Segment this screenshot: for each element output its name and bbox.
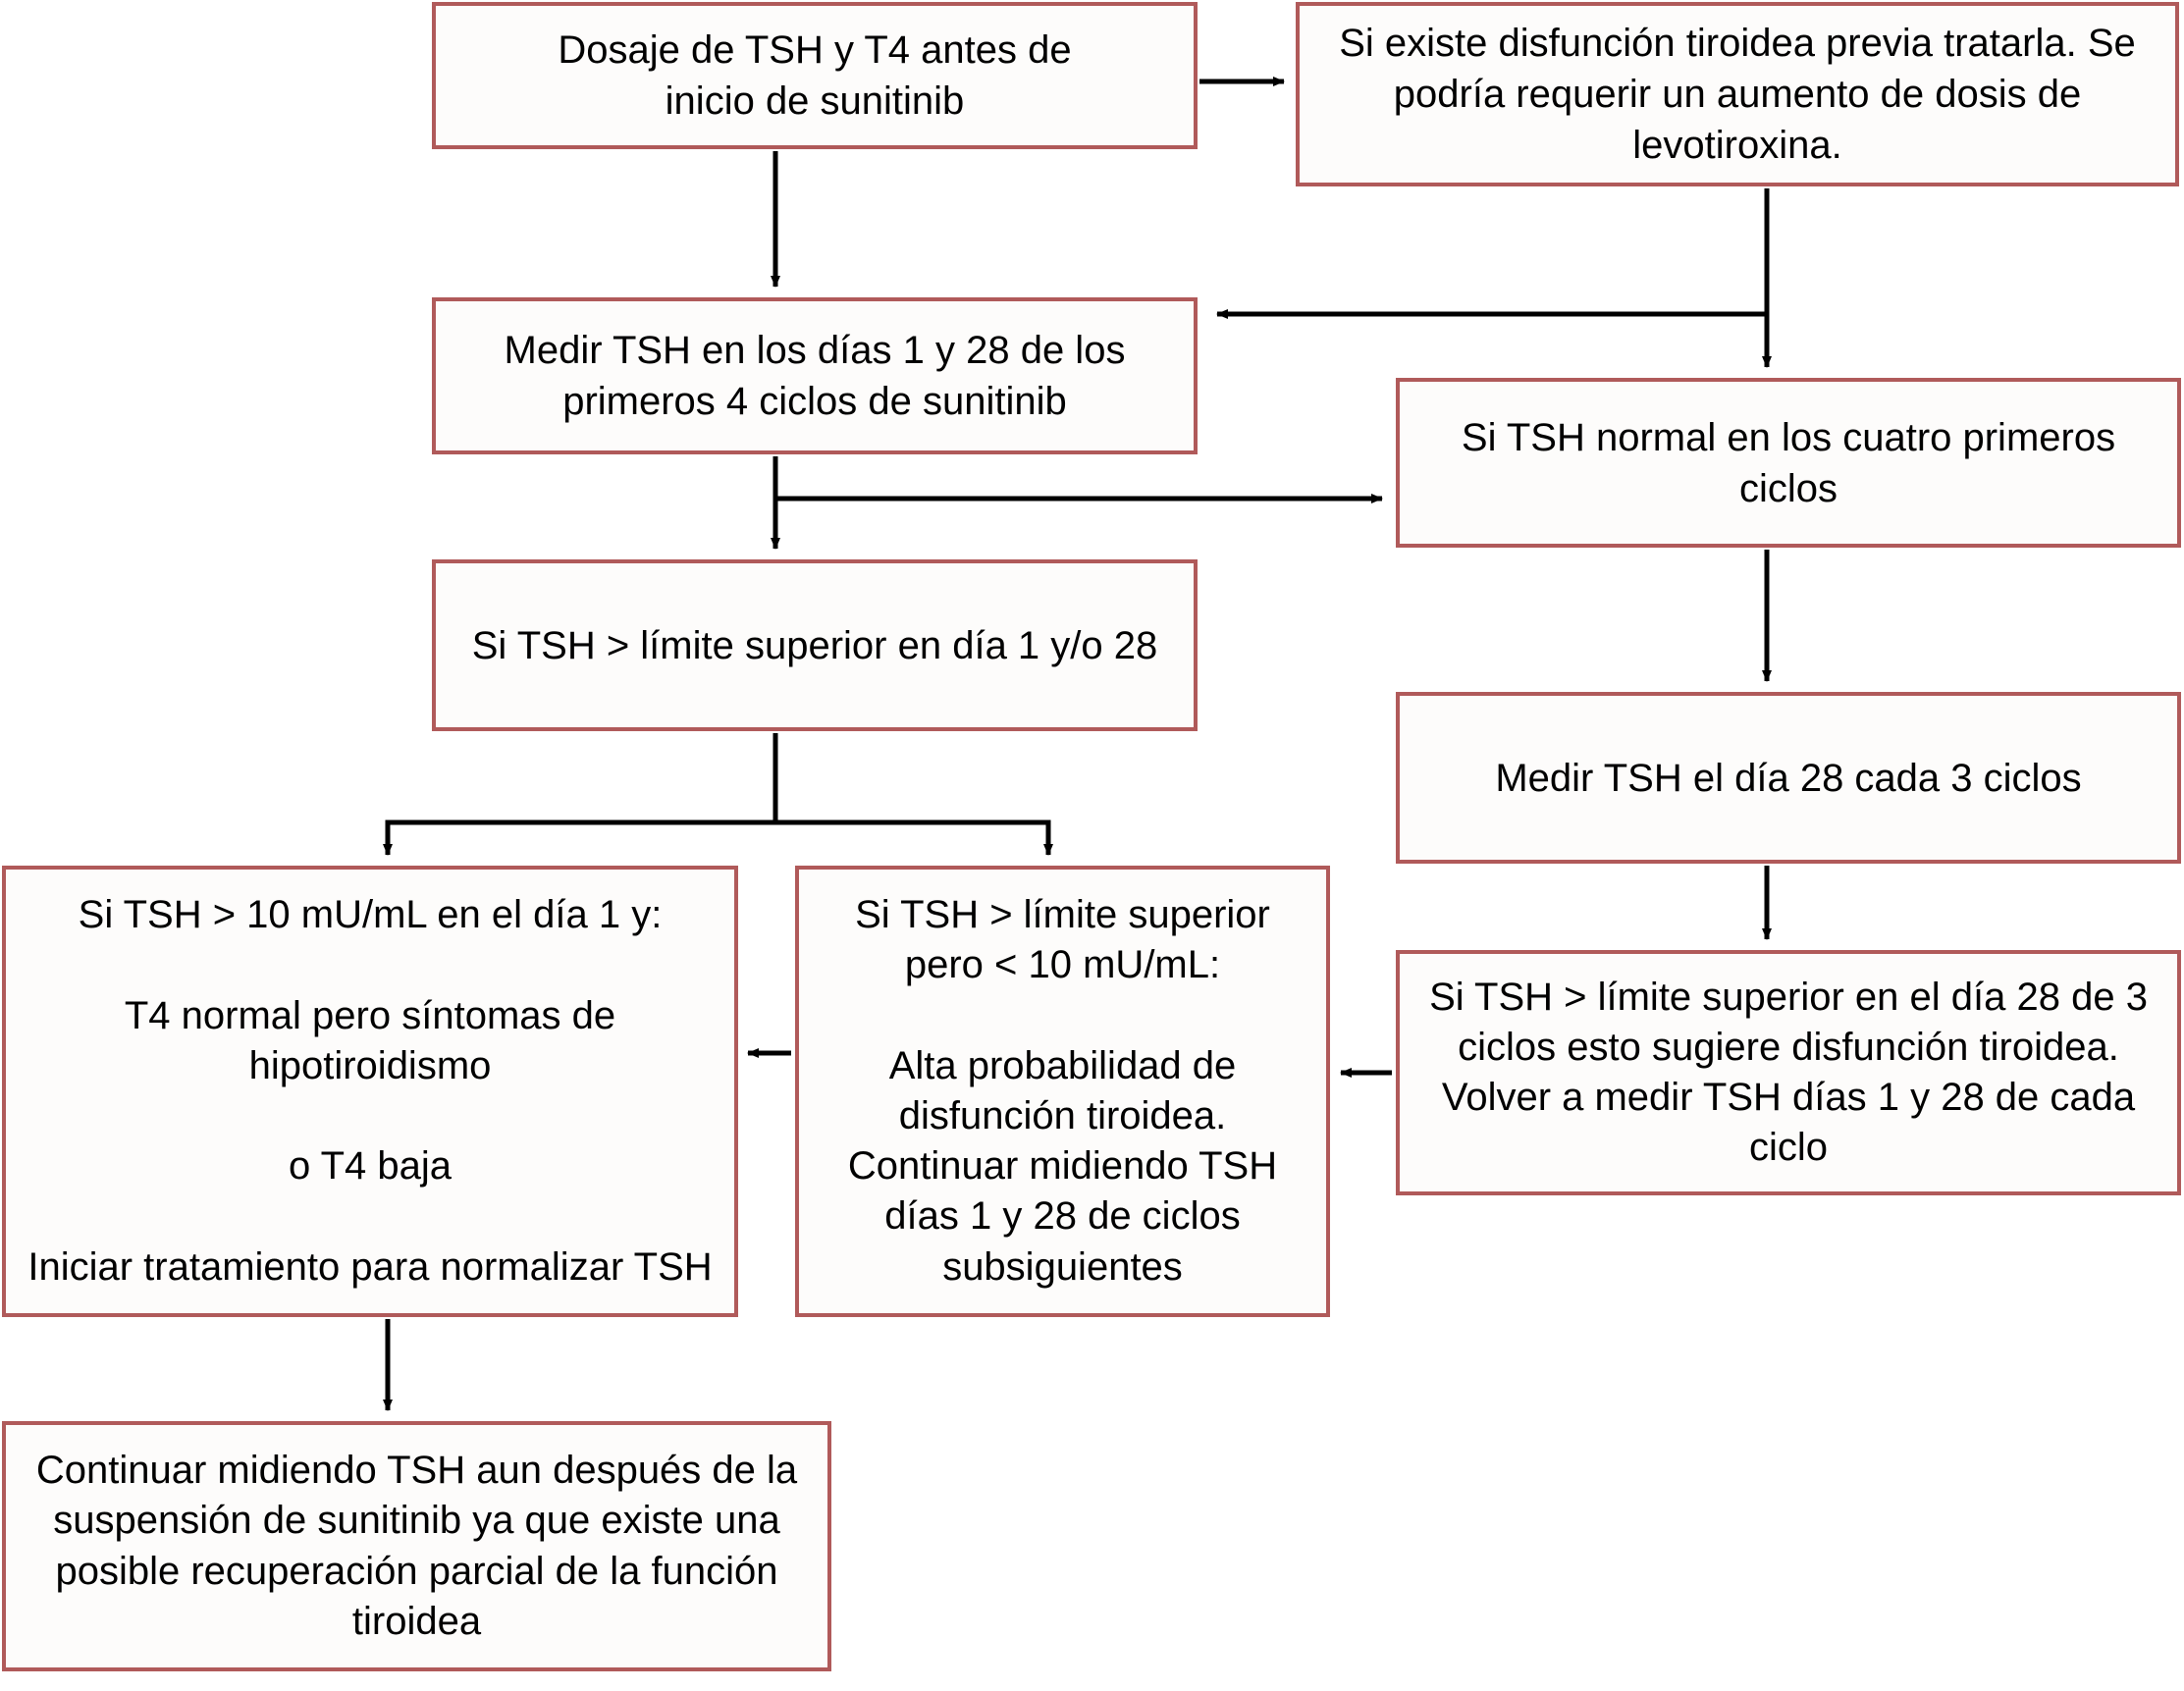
node-dosaje-inicial[interactable]: Dosaje de TSH y T4 antes de inicio de su… [432,2,1198,149]
node-tsh-normal-cuatro[interactable]: Si TSH normal en los cuatro primeros cic… [1396,378,2181,548]
node-tsh-limite-menor-10[interactable]: Si TSH > límite superior pero < 10 mU/mL… [795,866,1330,1317]
node-tsh-limite-superior[interactable]: Si TSH > límite superior en día 1 y/o 28 [432,559,1198,731]
node-tsh-dia28-3ciclos-disfuncion[interactable]: Si TSH > límite superior en el día 28 de… [1396,950,2181,1195]
edge-limite-fork-left [383,819,775,856]
edge-disfuncion-to-medir [1216,188,1770,319]
node-medir-tsh-ciclos[interactable]: Medir TSH en los días 1 y 28 de los prim… [432,297,1198,454]
node-continuar-post-suspension[interactable]: Continuar midiendo TSH aun después de la… [2,1421,831,1671]
node-disfuncion-previa[interactable]: Si existe disfunción tiroidea previa tra… [1296,2,2179,186]
node-medir-dia28-3ciclos[interactable]: Medir TSH el día 28 cada 3 ciclos [1396,692,2181,864]
edge-limite-fork-right [775,819,1053,856]
node-tsh-mayor-10[interactable]: Si TSH > 10 mU/mL en el día 1 y: T4 norm… [2,866,738,1317]
edge-medir-to-normal [772,456,1383,503]
